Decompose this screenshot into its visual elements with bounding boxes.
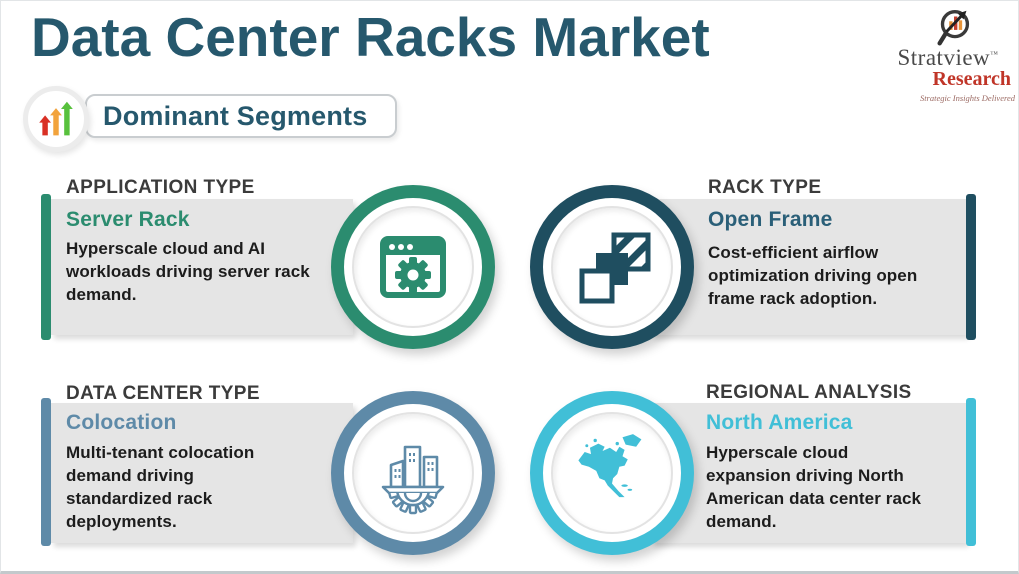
card-application-type-category: APPLICATION TYPE — [66, 177, 255, 198]
ascending-arrows-icon — [39, 101, 73, 136]
card-rack-type-description: Cost-efficient airflow optimization driv… — [708, 243, 918, 308]
card-rack-type-icon-circle — [530, 185, 694, 349]
card-regional-analysis-category: REGIONAL ANALYSIS — [706, 382, 912, 403]
section-badge: Dominant Segments — [85, 94, 397, 138]
card-application-type-icon-circle — [331, 185, 495, 349]
buildings-gear-icon — [381, 445, 445, 515]
card-rack-type-segment: Open Frame — [708, 208, 833, 231]
card-rack-type-panel — [651, 199, 966, 335]
card-rack-type-accent-bar — [966, 194, 976, 340]
card-regional-analysis-icon-circle — [530, 391, 694, 555]
card-data-center-type-category: DATA CENTER TYPE — [66, 383, 260, 404]
brand-subname: Research — [932, 68, 1012, 90]
card-rack-type-category: RACK TYPE — [708, 177, 822, 198]
card-data-center-type-icon-circle — [331, 391, 495, 555]
icon-inner-ring — [551, 206, 673, 328]
brand-logo: Stratview™ Research Strategic Insights D… — [879, 5, 1017, 105]
icon-inner-ring — [352, 206, 474, 328]
brand-tagline: Strategic Insights Delivered — [919, 93, 1015, 103]
card-regional-analysis-accent-bar — [966, 398, 976, 546]
card-regional-analysis-segment: North America — [706, 411, 853, 434]
card-data-center-type-accent-bar — [41, 398, 51, 546]
card-application-type-panel — [51, 199, 353, 335]
trademark-symbol: ™ — [990, 49, 999, 59]
layered-squares-icon — [579, 232, 651, 304]
card-data-center-type-segment: Colocation — [66, 411, 177, 434]
card-regional-analysis-panel — [651, 403, 966, 543]
card-application-type-description: Hyperscale cloud and AI workloads drivin… — [66, 239, 310, 304]
icon-inner-ring — [551, 412, 673, 534]
card-application-type-segment: Server Rack — [66, 208, 190, 231]
page-title: Data Center Racks Market — [31, 6, 710, 68]
section-badge-label: Dominant Segments — [103, 100, 368, 131]
card-regional-analysis-description: Hyperscale cloud expansion driving North… — [706, 443, 922, 531]
card-data-center-type-panel — [51, 403, 353, 543]
icon-inner-ring — [352, 412, 474, 534]
browser-gear-icon — [380, 236, 446, 298]
card-application-type-accent-bar — [41, 194, 51, 340]
growth-badge-circle — [23, 86, 89, 152]
north-america-map-icon — [578, 434, 642, 498]
magnifier-growth-icon — [937, 10, 970, 46]
brand-name: Stratview™ — [897, 45, 999, 70]
card-data-center-type-description: Multi-tenant colocation demand driving s… — [66, 443, 255, 531]
